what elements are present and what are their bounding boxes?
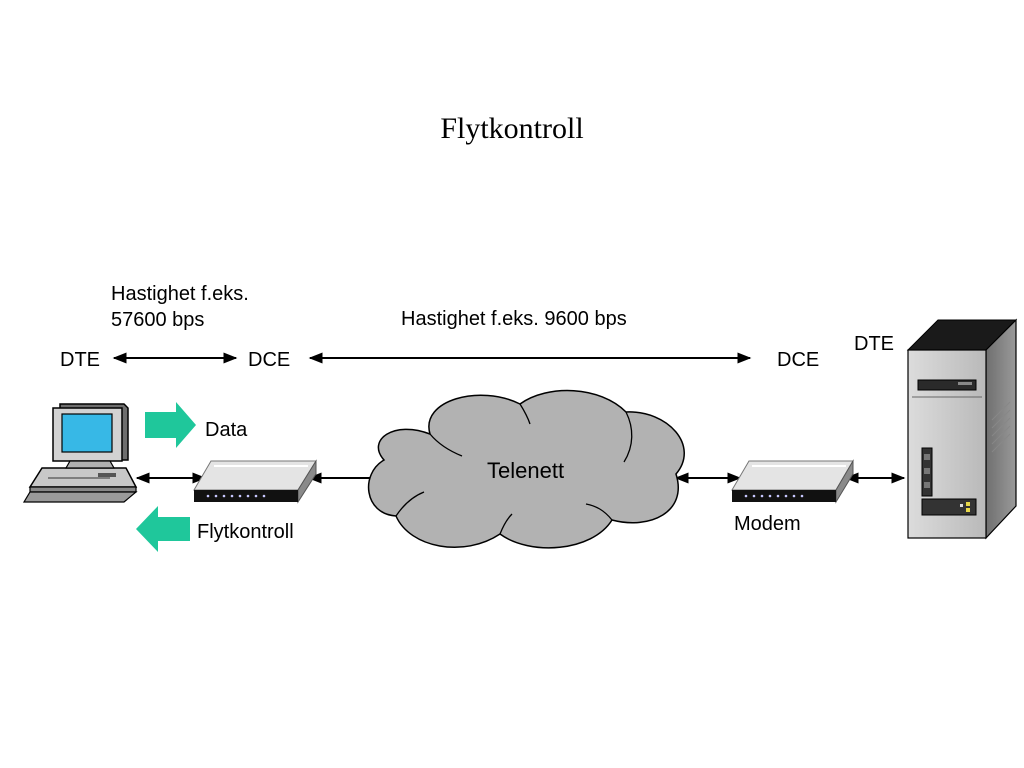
dce-left-label: DCE [248,349,291,371]
speed-remote-label: Hastighet f.eks. 9600 bps [401,308,627,330]
dce-right-label: DCE [777,349,820,371]
modem-label: Modem [734,513,801,535]
cloud-label: Telenett [487,458,565,483]
speed-local-label-line1: Hastighet f.eks. [111,283,249,305]
speed-local-label-line2: 57600 bps [111,309,205,331]
flow-control-direction-arrow [136,506,190,552]
modem-icon [731,459,854,504]
flow-control-label: Flytkontroll [197,521,294,543]
desktop-computer-icon [22,403,138,503]
slide-title: Flytkontroll [440,112,584,145]
data-label: Data [205,419,248,441]
dte-right-label: DTE [854,333,894,355]
data-direction-arrow [145,402,196,448]
cloud-icon [367,389,685,549]
dte-left-label: DTE [60,349,100,371]
modem-icon [193,459,317,504]
server-tower-icon [906,318,1018,540]
